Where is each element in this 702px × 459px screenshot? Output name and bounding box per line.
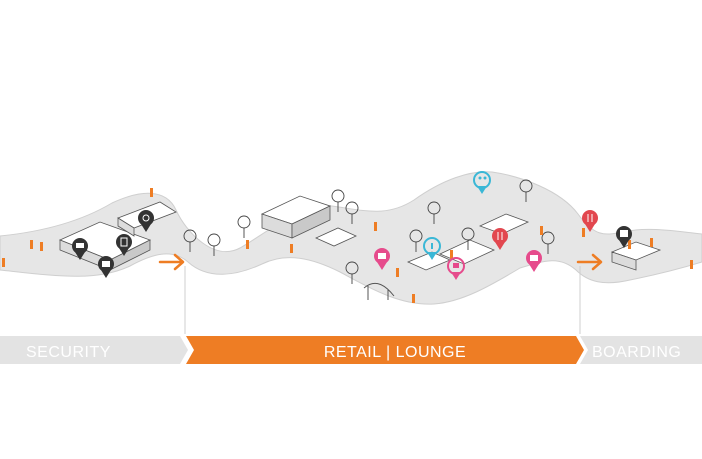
person-icon	[540, 226, 543, 235]
shopping-icon	[526, 250, 542, 272]
tree	[461, 227, 475, 250]
retail-shop-block	[260, 195, 530, 271]
tree	[345, 201, 359, 224]
person-icon	[40, 242, 43, 251]
flow-arrows	[158, 253, 603, 271]
person-icon	[450, 250, 453, 259]
tree	[183, 229, 197, 252]
shopping-icon	[374, 248, 390, 270]
baggage-screening-icon	[72, 238, 88, 260]
passport-check-icon	[98, 256, 114, 278]
tree	[541, 231, 555, 254]
trees	[183, 179, 555, 284]
person-icon	[412, 294, 415, 303]
metal-detector-icon	[116, 234, 132, 256]
security-label: SECURITY	[26, 344, 111, 361]
boarding-pass-icon	[616, 226, 632, 248]
security-pins	[72, 210, 154, 278]
zone-banners: SECURITY RETAIL | LOUNGE BOARDING	[0, 336, 702, 364]
dining-icon	[492, 228, 508, 250]
tree	[331, 189, 345, 212]
person-icon	[150, 188, 153, 197]
playground-slide	[363, 283, 395, 300]
person-icon	[396, 268, 399, 277]
tree	[207, 233, 221, 256]
retail-lounge-banner	[186, 336, 584, 364]
retail-pins	[374, 171, 542, 280]
wheelchair-icon	[138, 210, 154, 232]
arrow-right-icon	[158, 253, 185, 271]
arrow-right-icon	[576, 253, 603, 271]
tree	[409, 229, 423, 252]
restroom-icon	[473, 171, 491, 194]
boarding-banner	[580, 336, 702, 364]
person-icon	[2, 258, 5, 267]
tree	[427, 201, 441, 224]
boarding-pins	[582, 210, 632, 248]
boarding-label: BOARDING	[592, 344, 681, 361]
person-icon	[628, 240, 631, 249]
person-icon	[650, 238, 653, 247]
security-banner	[0, 336, 188, 364]
tree	[237, 215, 251, 238]
passenger-figures	[2, 188, 693, 303]
dining-icon	[582, 210, 598, 232]
person-icon	[690, 260, 693, 269]
retail-lounge-label: RETAIL | LOUNGE	[324, 344, 466, 361]
shopping-icon	[447, 257, 465, 280]
person-icon	[30, 240, 33, 249]
person-icon	[246, 240, 249, 249]
person-icon	[582, 228, 585, 237]
tree	[345, 261, 359, 284]
information-icon	[423, 237, 441, 260]
person-icon	[290, 244, 293, 253]
tree	[519, 179, 533, 202]
person-icon	[374, 222, 377, 231]
